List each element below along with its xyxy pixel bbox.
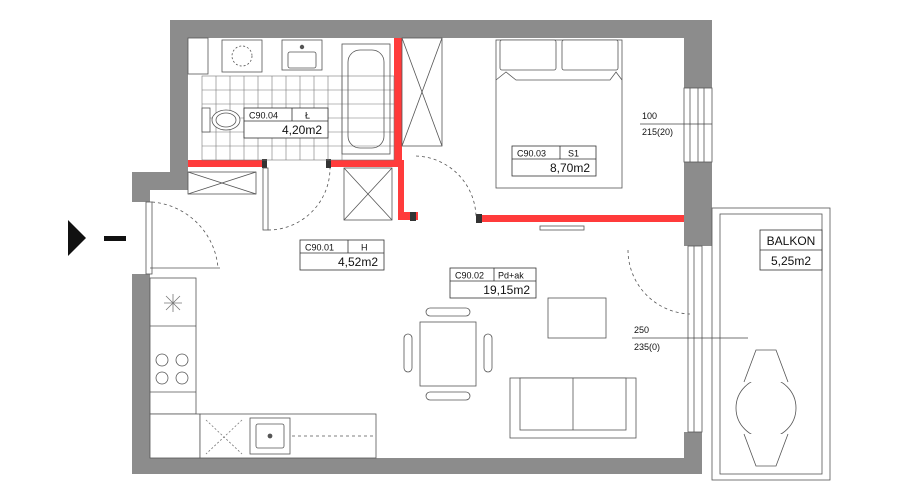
coffee-table xyxy=(547,297,607,339)
outer-walls xyxy=(132,20,712,474)
room-type: Pd+ak xyxy=(498,271,524,281)
room-area: 4,20m2 xyxy=(282,123,322,137)
room-code: C90.03 xyxy=(517,149,546,159)
living-room xyxy=(403,225,748,439)
hall xyxy=(145,155,477,275)
bath-cabinet xyxy=(187,37,209,75)
window-height: 235(0) xyxy=(634,342,660,352)
room-code: C90.02 xyxy=(455,271,484,281)
room-type: H xyxy=(361,243,368,253)
dishwasher xyxy=(205,419,243,455)
room-type: S1 xyxy=(568,149,579,159)
hall-cabinet xyxy=(187,171,257,195)
kitchen xyxy=(149,277,377,459)
kitchen-sink xyxy=(249,417,291,455)
cooktop xyxy=(155,353,189,385)
window-width: 100 xyxy=(642,111,657,121)
balcony-furniture xyxy=(735,349,797,467)
room-area: 8,70m2 xyxy=(550,161,590,175)
room-area: 4,52m2 xyxy=(338,255,378,269)
bedroom-door xyxy=(415,155,477,219)
window-living-dims: 250 235(0) xyxy=(634,325,660,352)
balcony-label: BALKON 5,25m2 xyxy=(759,229,823,271)
toilet xyxy=(201,107,241,133)
radiator xyxy=(539,225,585,231)
window-bedroom-dims: 100 215(20) xyxy=(642,111,673,137)
balcony xyxy=(711,207,831,481)
window-height: 215(20) xyxy=(642,127,673,137)
window-bedroom xyxy=(683,87,713,163)
balcony-door xyxy=(627,245,703,433)
window-width: 250 xyxy=(634,325,649,335)
door-jambs xyxy=(262,159,482,223)
entry-dash xyxy=(104,236,126,241)
red-walls xyxy=(188,38,684,222)
room-label-c9001: C90.01 H 4,52m2 xyxy=(299,239,385,271)
balcony-area: 5,25m2 xyxy=(771,254,811,268)
sofa xyxy=(509,377,637,439)
room-label-c9002: C90.02 Pd+ak 19,15m2 xyxy=(449,267,537,299)
kitchen-corner xyxy=(149,413,201,459)
fridge-icon xyxy=(164,294,182,312)
bathroom xyxy=(187,37,443,161)
dining-set xyxy=(403,307,493,401)
room-code: C90.01 xyxy=(305,243,334,253)
room-label-c9004: C90.04 Ł 4,20m2 xyxy=(243,107,329,139)
room-type: Ł xyxy=(305,111,310,121)
room-label-c9003: C90.03 S1 8,70m2 xyxy=(511,145,597,177)
bathroom-sink xyxy=(281,39,323,71)
closet xyxy=(343,167,393,221)
room-area: 19,15m2 xyxy=(483,283,530,297)
bathroom-door xyxy=(262,167,331,231)
bathtub xyxy=(341,43,391,155)
entry-arrow-icon xyxy=(68,220,86,256)
entry-marker xyxy=(68,220,126,256)
shaft xyxy=(401,37,443,147)
washing-machine xyxy=(221,39,263,73)
room-code: C90.04 xyxy=(249,111,278,121)
entrance-door xyxy=(145,201,220,275)
balcony-name: BALKON xyxy=(767,234,816,248)
